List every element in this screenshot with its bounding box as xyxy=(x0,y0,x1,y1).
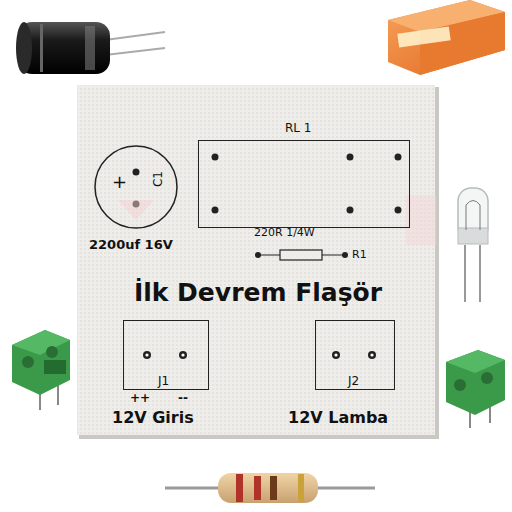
pcb-board xyxy=(77,85,435,435)
polarity-mark: ++ xyxy=(130,392,150,404)
connector-label: 12V Giris xyxy=(112,410,194,426)
reference-designator: J1 xyxy=(158,375,169,387)
terminal-block-photo xyxy=(446,350,505,428)
terminal-pads xyxy=(143,351,376,359)
relay-photo xyxy=(388,0,505,75)
pad-stain xyxy=(118,200,154,220)
circle-outline xyxy=(94,145,178,229)
reference-designator: C1 xyxy=(152,171,164,187)
resistor-photo xyxy=(165,473,375,503)
terminal-outline: J1 xyxy=(123,320,209,390)
reference-designator: R1 xyxy=(352,249,367,260)
board-title: İlk Devrem Flaşör xyxy=(90,280,426,305)
reference-designator: J2 xyxy=(348,375,359,387)
capacitor-outline: + C1 xyxy=(94,145,178,229)
resistor-footprint xyxy=(255,250,348,260)
polarity-mark: -- xyxy=(178,392,188,404)
reference-designator: RL 1 xyxy=(285,122,311,134)
terminal-block-photo xyxy=(12,330,70,410)
board-stain xyxy=(406,195,436,245)
lamp-photo xyxy=(458,188,488,302)
relay-pads xyxy=(212,154,402,214)
polarity-mark: + xyxy=(112,173,127,191)
value-label: 220R 1/4W xyxy=(254,227,315,238)
relay-outline: RL 1 xyxy=(198,140,410,228)
capacitor-photo xyxy=(16,22,165,74)
terminal-outline: J2 xyxy=(315,320,395,390)
value-label: 2200uf 16V xyxy=(89,238,173,251)
pad-holes xyxy=(145,353,373,356)
connector-label: 12V Lamba xyxy=(288,410,388,426)
